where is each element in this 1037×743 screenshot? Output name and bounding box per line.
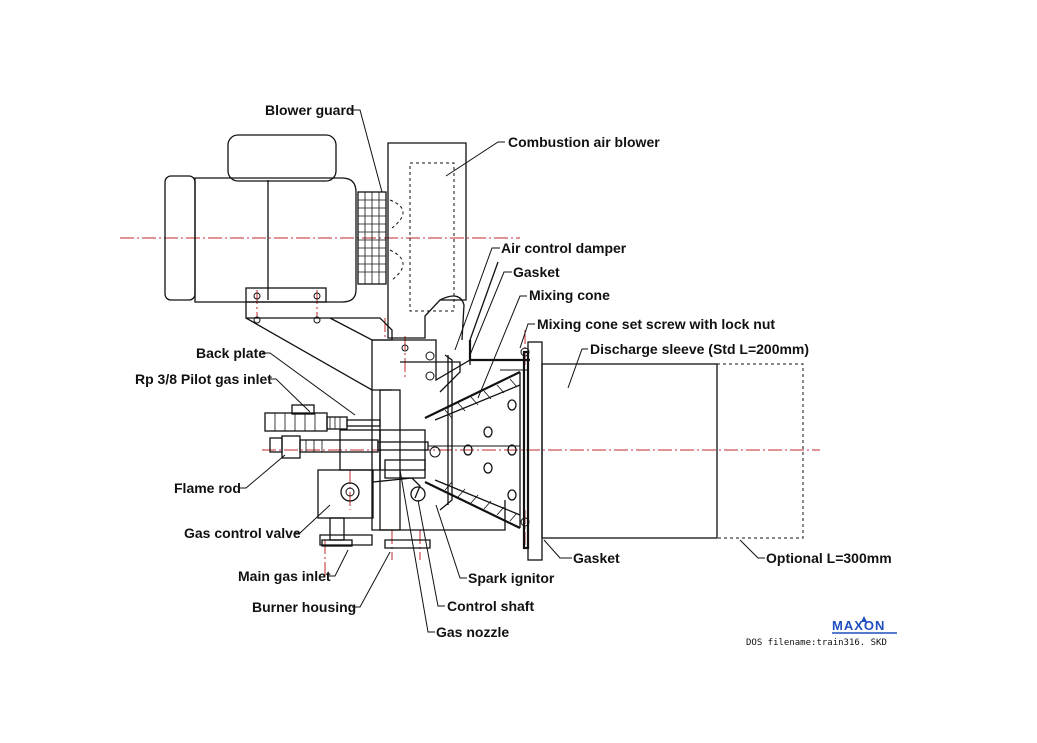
label-pilot-gas-inlet: Rp 3/8 Pilot gas inlet (135, 371, 272, 387)
burner-housing-body (319, 261, 530, 549)
label-flame-rod: Flame rod (174, 480, 241, 496)
label-optional-length: Optional L=300mm (766, 550, 892, 566)
maxon-logo: MAXON (832, 616, 897, 634)
center-lines (120, 237, 820, 580)
blower-guard-grille (357, 191, 387, 285)
logo-text: MAXON (832, 618, 885, 633)
label-control-shaft: Control shaft (447, 598, 534, 614)
label-mixing-cone-set-screw: Mixing cone set screw with lock nut (537, 316, 775, 332)
label-gas-nozzle: Gas nozzle (436, 624, 509, 640)
label-gasket-top: Gasket (513, 264, 560, 280)
label-gasket-bottom: Gasket (573, 550, 620, 566)
label-discharge-sleeve: Discharge sleeve (Std L=200mm) (590, 341, 809, 357)
label-burner-housing: Burner housing (252, 599, 356, 615)
label-mixing-cone: Mixing cone (529, 287, 610, 303)
discharge-sleeve (541, 363, 804, 539)
outlet-flange (500, 341, 543, 561)
combustion-air-blower-housing (387, 142, 467, 341)
dos-filename: DOS filename:train316. SKD (746, 638, 887, 648)
label-back-plate: Back plate (196, 345, 266, 361)
labels: Blower guard Combustion air blower Air c… (135, 102, 892, 640)
gas-train (264, 354, 520, 547)
leader-lines (238, 109, 765, 633)
label-blower-guard: Blower guard (265, 102, 354, 118)
label-spark-ignitor: Spark ignitor (468, 570, 555, 586)
label-combustion-air-blower: Combustion air blower (508, 134, 660, 150)
label-air-control-damper: Air control damper (501, 240, 627, 256)
label-main-gas-inlet: Main gas inlet (238, 568, 331, 584)
mixing-cone (424, 371, 521, 529)
label-gas-control-valve: Gas control valve (184, 525, 301, 541)
